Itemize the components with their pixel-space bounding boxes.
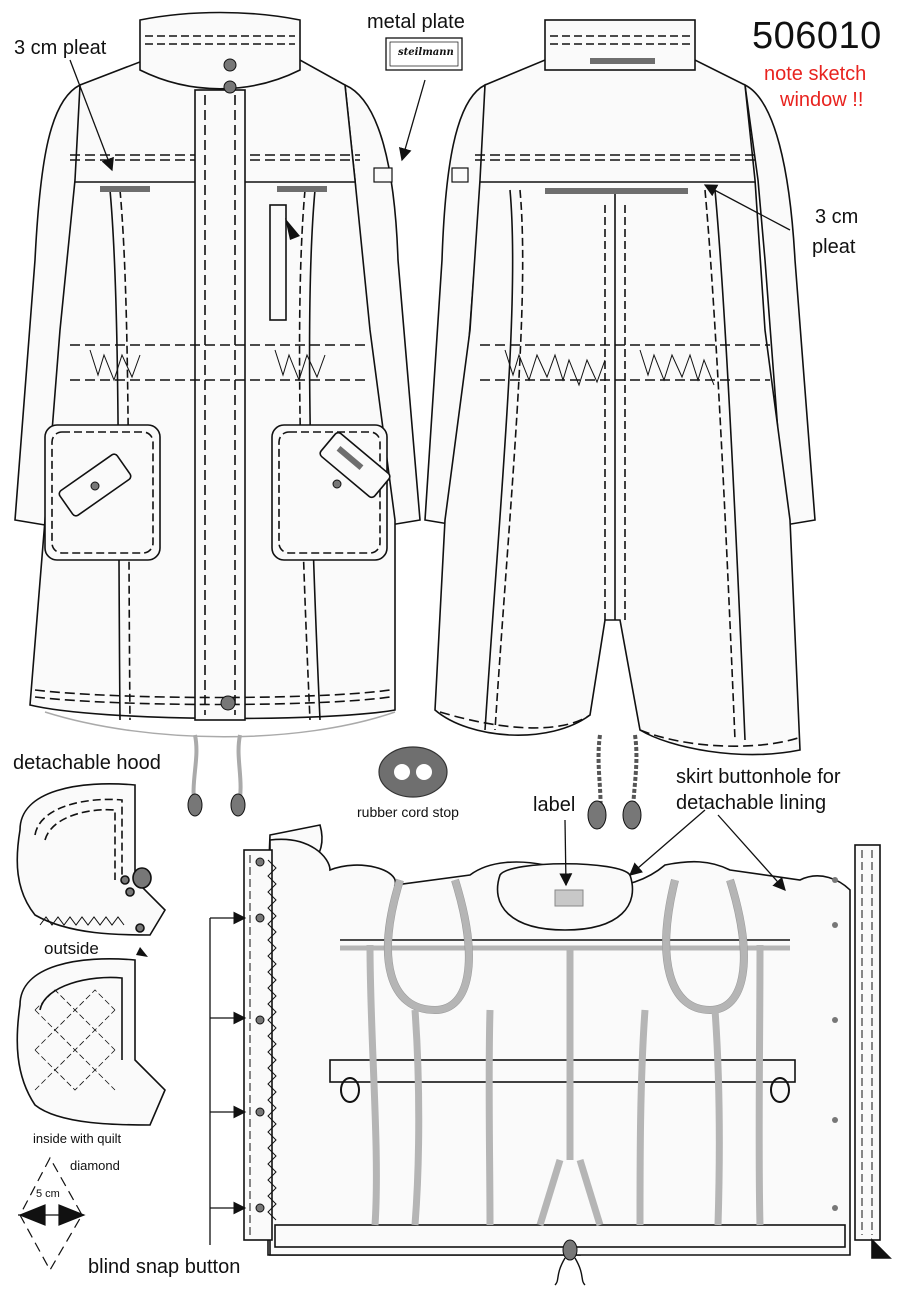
rubber-cord-stop-label: rubber cord stop	[357, 804, 459, 820]
back-right-sleeve	[744, 83, 816, 526]
five-cm-label: 5 cm	[36, 1188, 60, 1200]
lining-hardware	[255, 857, 838, 1286]
hood-outside	[16, 783, 167, 936]
lining-tapes	[366, 878, 764, 1227]
front-details	[44, 58, 396, 817]
label-callout: label	[533, 794, 576, 816]
blind-snap-callout	[209, 911, 247, 1245]
rubber-cord-stop-icon	[378, 746, 448, 798]
note-line-2: window !!	[780, 89, 864, 111]
outside-label: outside	[44, 939, 99, 958]
skirt-buttonhole-label-line-1: skirt buttonhole for	[676, 766, 841, 788]
back-left-sleeve	[424, 83, 486, 526]
back-left-cord-stop	[587, 800, 607, 830]
front-collar-snap-top	[223, 58, 237, 72]
detachable-lining	[243, 824, 892, 1259]
hood-inside-quilt	[16, 958, 166, 1126]
style-number: 506010	[752, 15, 882, 57]
front-left-cord-stop	[187, 793, 203, 817]
front-pleat-label: 3 cm pleat	[14, 37, 107, 59]
back-right-cord-stop	[622, 800, 642, 830]
front-left-sleeve	[14, 83, 81, 526]
front-collar	[139, 11, 301, 90]
lining-label	[554, 889, 584, 907]
skirt-buttonhole-label-line-2: detachable lining	[676, 792, 827, 814]
back-coat-view	[424, 19, 816, 756]
metal-plate-brand-text: steilmann	[398, 47, 454, 58]
detachable-hood-label: detachable hood	[13, 752, 161, 774]
front-coat-view	[14, 11, 421, 721]
back-pleat-label-line-2: pleat	[812, 236, 856, 258]
front-collar-snap-bottom	[223, 80, 237, 94]
metal-plate-label: metal plate	[367, 11, 465, 33]
inside-with-quilt-label: inside with quilt	[33, 1131, 122, 1146]
back-pleat-label-line-1: 3 cm	[815, 206, 859, 228]
front-hem-snap	[220, 695, 236, 711]
blind-snap-button-label: blind snap button	[88, 1256, 241, 1278]
quilt-diamond-diagram	[18, 1156, 86, 1272]
note-line-1: note sketch	[764, 63, 867, 85]
diamond-label: diamond	[70, 1158, 120, 1173]
front-right-cord-stop	[230, 793, 246, 817]
metal-plate-badge	[385, 37, 463, 71]
back-details	[451, 58, 688, 831]
